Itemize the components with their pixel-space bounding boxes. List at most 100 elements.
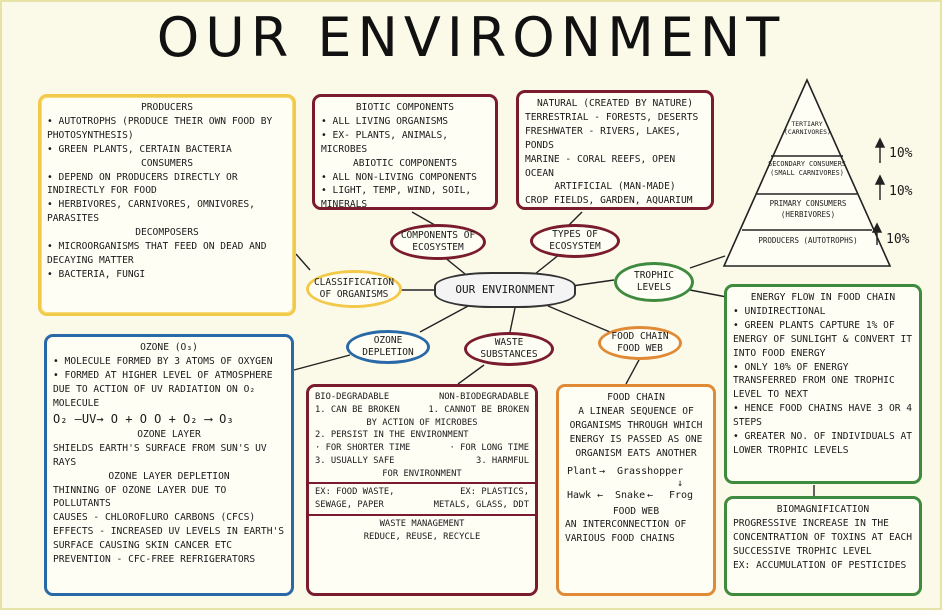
- food-chain-box: FOOD CHAIN A LINEAR SEQUENCE OF ORGANISM…: [556, 384, 716, 596]
- list-item: PREVENTION - CFC-FREE REFRIGERATORS: [53, 554, 256, 566]
- waste-cell: 1. CANNOT BE BROKEN: [428, 404, 529, 415]
- food-chain-heading: FOOD CHAIN: [607, 392, 665, 403]
- energy-heading: ENERGY FLOW IN FOOD CHAIN: [750, 292, 896, 303]
- bio-heading: BIO-DEGRADABLE: [315, 392, 390, 402]
- list-item: • GREEN PLANTS, CERTAIN BACTERIA: [47, 143, 232, 155]
- waste-cell: · FOR SHORTER TIME: [315, 443, 411, 453]
- food-chain-text: A LINEAR SEQUENCE OF ORGANISMS THROUGH W…: [569, 405, 703, 459]
- list-item: • ONLY 10% OF ENERGY TRANSFERRED FROM ON…: [733, 361, 895, 401]
- consumers-heading: CONSUMERS: [141, 157, 193, 169]
- waste-management-text: REDUCE, REUSE, RECYCLE: [363, 531, 481, 542]
- pyramid-producers-label: PRODUCERS (AUTOTROPHS): [758, 236, 858, 245]
- biomagnification-box: BIOMAGNIFICATION PROGRESSIVE INCREASE IN…: [724, 496, 922, 596]
- chain-frog: Frog: [669, 489, 694, 501]
- waste-cell: 2. PERSIST IN THE ENVIRONMENT: [315, 430, 469, 441]
- chain-hawk: Hawk: [567, 489, 592, 501]
- oval-foodchain: FOOD CHAIN FOOD WEB: [598, 326, 682, 360]
- food-web-text: AN INTERCONNECTION OF VARIOUS FOOD CHAIN…: [565, 519, 687, 545]
- list-item: • GREATER NO. OF INDIVIDUALS AT LOWER TR…: [733, 431, 913, 456]
- list-item: FRESHWATER - RIVERS, LAKES, PONDS: [525, 125, 681, 151]
- list-item: • GREEN PLANTS CAPTURE 1% OF ENERGY OF S…: [733, 319, 913, 359]
- waste-cell: 3. HARMFUL: [476, 455, 529, 466]
- list-item: CROP FIELDS, GARDEN, AQUARIUM: [525, 195, 693, 207]
- bio-text: PROGRESSIVE INCREASE IN THE CONCENTRATIO…: [733, 517, 913, 557]
- list-item: • HENCE FOOD CHAINS HAVE 3 OR 4 STEPS: [733, 403, 913, 429]
- list-item: • ALL LIVING ORGANISMS: [321, 115, 449, 127]
- waste-cell: · FOR LONG TIME: [449, 443, 529, 453]
- food-chain-diagram: Plant → Grasshopper ↓ Hawk ← Snake ← Fro…: [565, 461, 707, 505]
- page-title: OUR ENVIRONMENT: [156, 6, 786, 69]
- percent-label: 10%: [889, 146, 913, 161]
- list-item: • FORMED AT HIGHER LEVEL OF ATMOSPHERE D…: [53, 369, 273, 409]
- waste-row: EX: FOOD WASTE, SEWAGE, PAPER EX: PLASTI…: [315, 486, 529, 512]
- chain-plant: Plant: [567, 465, 598, 477]
- pyramid-tertiary-label: TERTIARY (CARNIVORES): [784, 120, 831, 137]
- waste-cell: BY ACTION OF MICROBES: [366, 417, 478, 428]
- waste-row: 3. USUALLY SAFE 3. HARMFUL: [315, 455, 529, 468]
- ozone-layer-text: SHIELDS EARTH'S SURFACE FROM SUN'S UV RA…: [53, 442, 267, 468]
- list-item: • HERBIVORES, CARNIVORES, OMNIVORES, PAR…: [47, 199, 255, 225]
- list-item: MARINE - CORAL REEFS, OPEN OCEAN: [525, 153, 676, 179]
- list-item: • BACTERIA, FUNGI: [47, 268, 146, 280]
- waste-cell: 3. USUALLY SAFE: [315, 455, 395, 466]
- list-item: • MICROORGANISMS THAT FEED ON DEAD AND D…: [47, 241, 267, 266]
- abiotic-heading: ABIOTIC COMPONENTS: [353, 157, 457, 169]
- bio-example: EX: ACCUMULATION OF PESTICIDES: [733, 559, 907, 571]
- natural-heading: NATURAL (CREATED BY NATURE): [537, 98, 693, 109]
- biotic-heading: BIOTIC COMPONENTS: [355, 102, 455, 113]
- list-item: • LIGHT, TEMP, WIND, SOIL, MINERALS: [321, 185, 472, 211]
- oval-trophic: TROPHIC LEVELS: [614, 262, 694, 302]
- divider: [309, 482, 535, 485]
- arrow-icon: →: [599, 465, 606, 477]
- artificial-heading: ARTIFICIAL (MAN-MADE): [554, 181, 676, 193]
- waste-row: 1. CAN BE BROKEN 1. CANNOT BE BROKEN: [315, 404, 529, 417]
- list-item: • DEPEND ON PRODUCERS DIRECTLY OR INDIRE…: [47, 171, 238, 197]
- arrow-icon: ↓: [677, 477, 684, 489]
- divider: [309, 513, 535, 516]
- oval-center: OUR ENVIRONMENT: [434, 272, 576, 308]
- components-box: BIOTIC COMPONENTS • ALL LIVING ORGANISMS…: [312, 94, 498, 210]
- pyramid-primary-label: PRIMARY CONSUMERS (HERBIVORES): [769, 199, 847, 219]
- list-item: • AUTOTROPHS (PRODUCE THEIR OWN FOOD BY …: [47, 115, 273, 141]
- waste-box: BIO-DEGRADABLE NON-BIODEGRADABLE 1. CAN …: [306, 384, 538, 596]
- ozone-heading: OZONE (O₃): [140, 342, 198, 353]
- types-box: NATURAL (CREATED BY NATURE) TERRESTRIAL …: [516, 90, 714, 210]
- oval-types: TYPES OF ECOSYSTEM: [530, 224, 620, 258]
- depletion-heading: OZONE LAYER DEPLETION: [108, 470, 230, 482]
- non-bio-heading: NON-BIODEGRADABLE: [438, 392, 529, 402]
- decomposers-heading: DECOMPOSERS: [135, 227, 199, 239]
- list-item: • ALL NON-LIVING COMPONENTS: [321, 171, 477, 183]
- list-item: EFFECTS - INCREASED UV LEVELS IN EARTH'S…: [53, 526, 285, 552]
- percent-label: 10%: [886, 232, 910, 247]
- ozone-equation: O₂ —UV→ O + O O + O₂ ⟶ O₃: [53, 411, 234, 426]
- food-web-heading: FOOD WEB: [612, 505, 660, 517]
- waste-headings: BIO-DEGRADABLE NON-BIODEGRADABLE: [315, 391, 529, 404]
- bio-heading: BIOMAGNIFICATION: [776, 504, 870, 515]
- arrow-icon: ←: [597, 489, 604, 501]
- waste-cell: EX: FOOD WASTE, SEWAGE, PAPER: [315, 487, 395, 510]
- trophic-pyramid: [722, 78, 892, 267]
- chain-grasshopper: Grasshopper: [617, 465, 684, 477]
- classification-box: PRODUCERS • AUTOTROPHS (PRODUCE THEIR OW…: [38, 94, 296, 316]
- waste-management-heading: WASTE MANAGEMENT: [379, 518, 465, 529]
- list-item: • UNIDIRECTIONAL: [733, 305, 826, 317]
- ozone-box: OZONE (O₃) • MOLECULE FORMED BY 3 ATOMS …: [44, 334, 294, 596]
- list-item: TERRESTRIAL - FORESTS, DESERTS: [525, 111, 699, 123]
- list-item: THINNING OF OZONE LAYER DUE TO POLLUTANT…: [53, 484, 227, 510]
- pyramid-secondary-label: SECONDARY CONSUMERS (SMALL CARNIVORES): [768, 160, 846, 177]
- oval-classification: CLASSIFICATION OF ORGANISMS: [306, 270, 402, 308]
- chain-snake: Snake: [615, 489, 646, 501]
- waste-cell: FOR ENVIRONMENT: [382, 468, 462, 479]
- producers-heading: PRODUCERS: [141, 102, 193, 113]
- waste-cell: 1. CAN BE BROKEN: [315, 404, 400, 415]
- oval-waste: WASTE SUBSTANCES: [464, 332, 554, 366]
- energy-flow-box: ENERGY FLOW IN FOOD CHAIN • UNIDIRECTION…: [724, 284, 922, 484]
- oval-ozone: OZONE DEPLETION: [346, 330, 430, 364]
- arrow-icon: ←: [647, 489, 654, 501]
- ozone-layer-heading: OZONE LAYER: [137, 428, 201, 440]
- list-item: • MOLECULE FORMED BY 3 ATOMS OF OXYGEN: [53, 355, 273, 367]
- list-item: • EX- PLANTS, ANIMALS, MICROBES: [321, 129, 449, 155]
- percent-label: 10%: [889, 184, 913, 199]
- waste-cell: EX: PLASTICS, METALS, GLASS, DDT: [433, 487, 529, 510]
- waste-row: · FOR SHORTER TIME · FOR LONG TIME: [315, 442, 529, 455]
